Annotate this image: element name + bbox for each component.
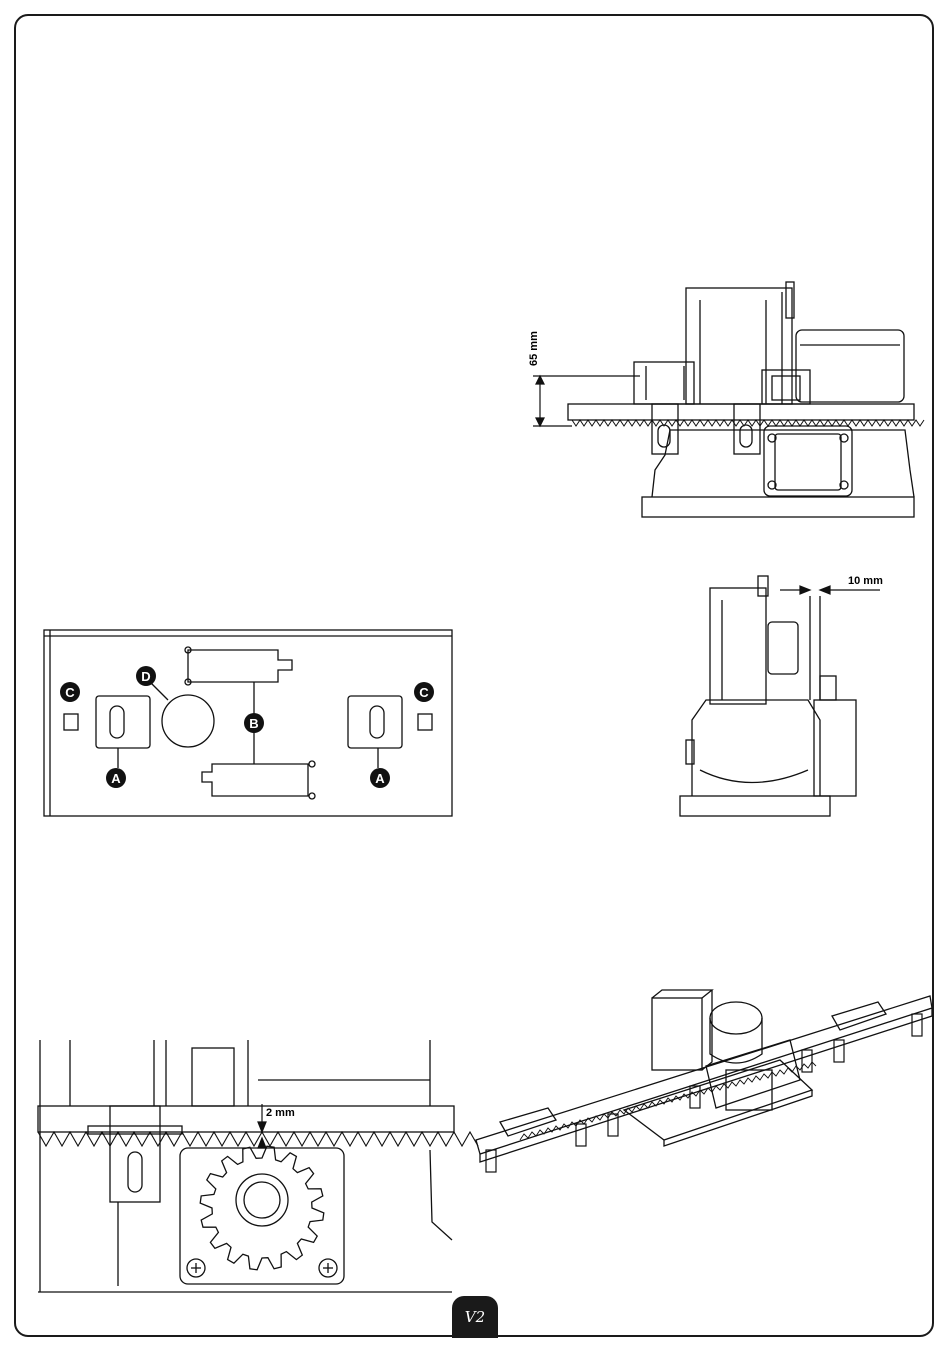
brand-logo: V2 <box>452 1296 498 1338</box>
